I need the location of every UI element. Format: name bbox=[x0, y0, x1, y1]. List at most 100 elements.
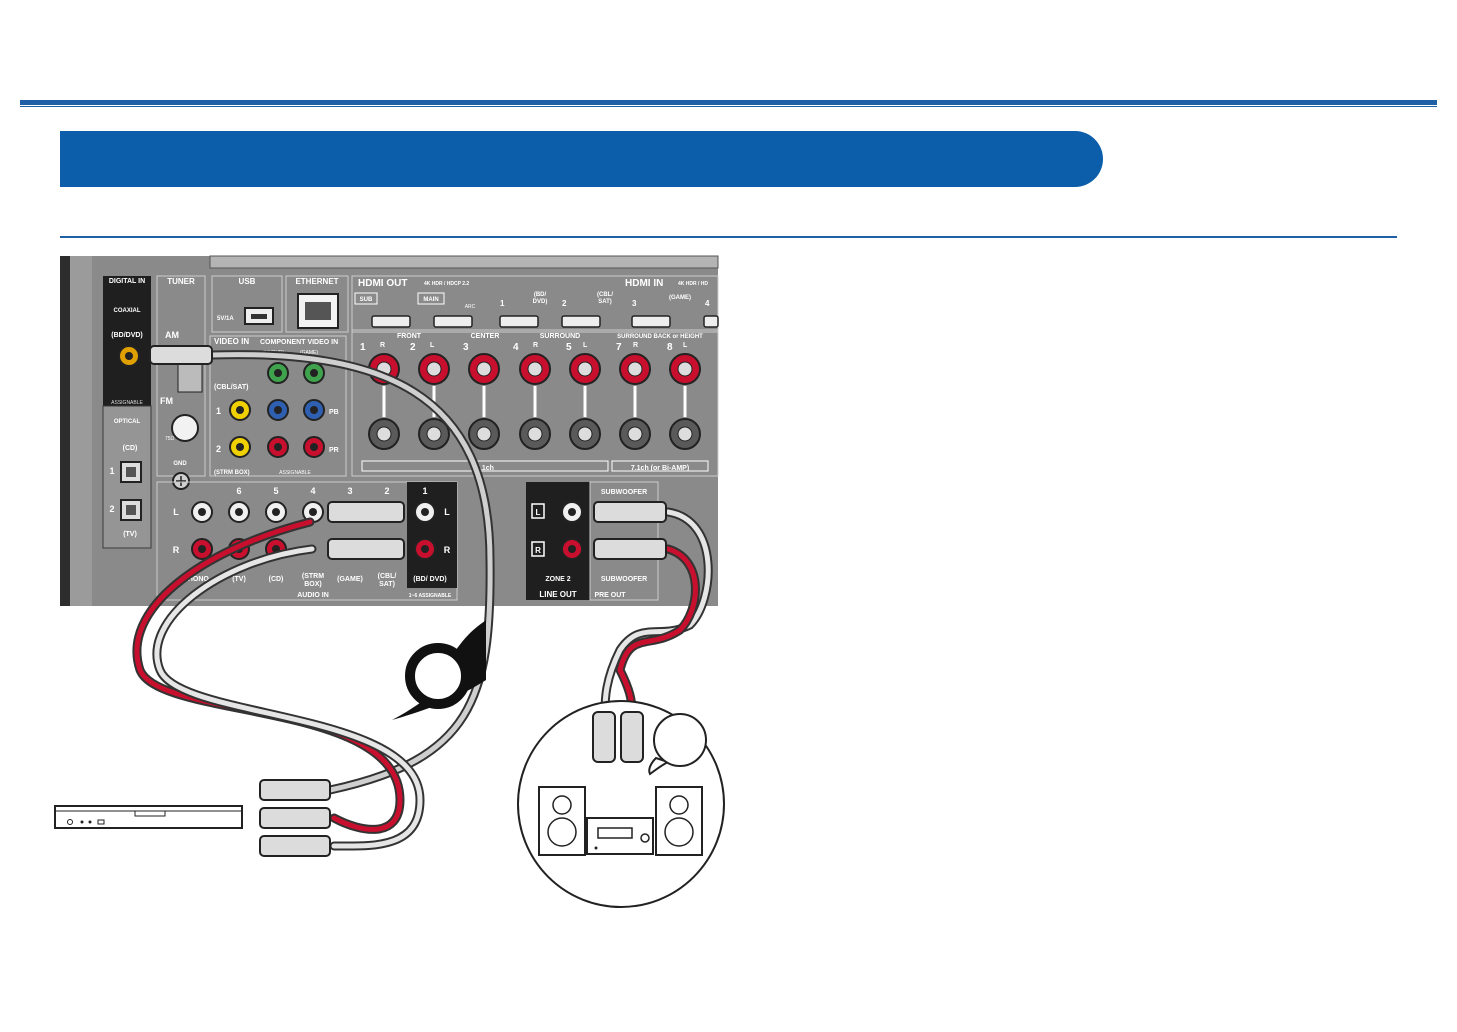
digital-in-section: DIGITAL IN COAXIAL (BD/DVD) ASSIGNABLE O… bbox=[102, 276, 152, 549]
audio-r-label: R bbox=[173, 545, 180, 555]
surround-back-label: SURROUND BACK or HEIGHT bbox=[617, 334, 703, 340]
ch51-label: 5.1ch bbox=[476, 465, 494, 472]
audio-in-num: 3 bbox=[347, 486, 352, 496]
video-in-header: VIDEO IN bbox=[214, 337, 249, 346]
optical-1-num: 1 bbox=[109, 466, 114, 476]
speaker-l: L bbox=[430, 342, 435, 349]
rca-plug bbox=[593, 501, 667, 523]
subwoofer-top-label: SUBWOOFER bbox=[601, 489, 647, 496]
digital-in-header: DIGITAL IN bbox=[109, 278, 145, 285]
hdmi-port bbox=[561, 315, 601, 328]
speaker-num: 5 bbox=[566, 342, 572, 353]
strm-label-2: BOX) bbox=[304, 581, 322, 588]
audio-r-label: R bbox=[444, 545, 451, 555]
speaker-num: 4 bbox=[513, 342, 519, 353]
rca-plug bbox=[327, 538, 405, 560]
subwoofer-bottom-label: SUBWOOFER bbox=[601, 576, 647, 583]
rca-plug bbox=[620, 711, 644, 763]
fm-jack bbox=[171, 414, 199, 442]
video-in-2-num: 2 bbox=[216, 444, 221, 454]
speaker-left bbox=[538, 786, 586, 856]
ch71-label: 7.1ch (or Bi-AMP) bbox=[631, 465, 689, 472]
game-label: (GAME) bbox=[337, 576, 363, 583]
component-sub2: (GAME) bbox=[300, 350, 318, 356]
coaxial-label: COAXIAL bbox=[114, 308, 141, 314]
video-in-1-num: 1 bbox=[216, 406, 221, 416]
hdmi-in-3-label: (GAME) bbox=[669, 295, 691, 301]
audio-in-num: 6 bbox=[236, 486, 241, 496]
optical-2-num: 2 bbox=[109, 504, 114, 514]
optical-2-label: (TV) bbox=[123, 531, 137, 538]
hdmi-out-header: HDMI OUT bbox=[358, 278, 407, 289]
strm-label-1: (STRM bbox=[302, 573, 324, 580]
section-rule bbox=[60, 236, 1397, 238]
hdmi-in-4-num: 4 bbox=[705, 299, 710, 308]
front-label: FRONT bbox=[397, 333, 422, 340]
optical-label: OPTICAL bbox=[114, 419, 141, 425]
speaker-num: 7 bbox=[616, 342, 622, 353]
hdmi-in-1-label: (BD/DVD) bbox=[533, 292, 548, 305]
gnd-label: GND bbox=[173, 461, 187, 467]
digital-assignable-label: ASSIGNABLE bbox=[111, 400, 143, 406]
hdmi-port bbox=[433, 315, 473, 328]
zone2-l-label: L bbox=[536, 508, 541, 517]
zone2-label: ZONE 2 bbox=[545, 576, 570, 583]
speaker-num: 8 bbox=[667, 342, 673, 353]
zone2-system-inset bbox=[517, 700, 725, 908]
header-rule-thin bbox=[20, 106, 1437, 107]
hdmi-in-spec: 4K HDR / HD bbox=[678, 281, 708, 287]
pb-label: PB bbox=[329, 409, 339, 416]
audio-in-header: AUDIO IN bbox=[297, 592, 329, 599]
zone2-section: L R ZONE 2 LINE OUT SUBWOOFER SUBWOOFER … bbox=[526, 481, 659, 601]
speaker-r: R bbox=[380, 342, 385, 349]
speaker-l: L bbox=[583, 342, 588, 349]
hdmi-sub-label: SUB bbox=[360, 297, 373, 303]
pr-label: PR bbox=[329, 447, 339, 454]
rca-plug bbox=[592, 711, 616, 763]
usb-section: USB 5V/1A bbox=[211, 275, 283, 333]
bd-dvd-player bbox=[54, 805, 243, 829]
speaker-num: 3 bbox=[463, 342, 469, 353]
ethernet-header: ETHERNET bbox=[295, 277, 338, 286]
hdmi-out-spec: 4K HDR / HDCP 2.2 bbox=[424, 281, 469, 287]
video-label-top: (CBL/SAT) bbox=[214, 384, 248, 391]
callout-b-circle bbox=[653, 713, 707, 767]
speaker-num: 1 bbox=[360, 342, 366, 353]
speaker-r: R bbox=[633, 342, 638, 349]
usb-header: USB bbox=[239, 277, 256, 286]
cables bbox=[132, 350, 713, 851]
header-rule bbox=[20, 100, 1437, 105]
cbl-label-1: (CBL/ bbox=[378, 573, 397, 580]
fm-label: FM bbox=[160, 396, 173, 406]
rca-plug bbox=[259, 807, 331, 829]
rca-plug bbox=[149, 345, 213, 365]
usb-power-label: 5V/1A bbox=[217, 316, 234, 322]
speaker-right bbox=[655, 786, 703, 856]
hdmi-in-header: HDMI IN bbox=[625, 278, 663, 289]
tuner-header: TUNER bbox=[167, 277, 195, 286]
zone2-r-label: R bbox=[535, 546, 541, 555]
component-header: COMPONENT VIDEO IN bbox=[260, 339, 338, 346]
hdmi-in-3-num: 3 bbox=[632, 299, 637, 308]
coaxial-input-label: (BD/DVD) bbox=[111, 332, 143, 339]
audio-l-label: L bbox=[173, 507, 179, 517]
rca-plug bbox=[327, 501, 405, 523]
hdmi-main-label: MAIN bbox=[423, 297, 438, 303]
speaker-r: R bbox=[533, 342, 538, 349]
hdmi-port bbox=[703, 315, 719, 328]
bddvd-label: (BD/ DVD) bbox=[413, 576, 446, 583]
audio-in-num: 1 bbox=[422, 486, 427, 496]
subwoofer-footer: PRE OUT bbox=[594, 592, 626, 599]
cbl-label-2: SAT) bbox=[379, 581, 395, 588]
rca-plug bbox=[259, 779, 331, 801]
callout-a bbox=[392, 620, 486, 720]
optical-1-label: (CD) bbox=[123, 445, 138, 452]
cd-label: (CD) bbox=[269, 576, 284, 583]
hdmi-arc-label: ARC bbox=[465, 304, 476, 310]
callout-a-circle bbox=[405, 643, 471, 709]
hdmi-port bbox=[631, 315, 671, 328]
hdmi-port bbox=[499, 315, 539, 328]
am-label: AM bbox=[165, 330, 179, 340]
video-label-bottom: (STRM BOX) bbox=[214, 470, 250, 476]
